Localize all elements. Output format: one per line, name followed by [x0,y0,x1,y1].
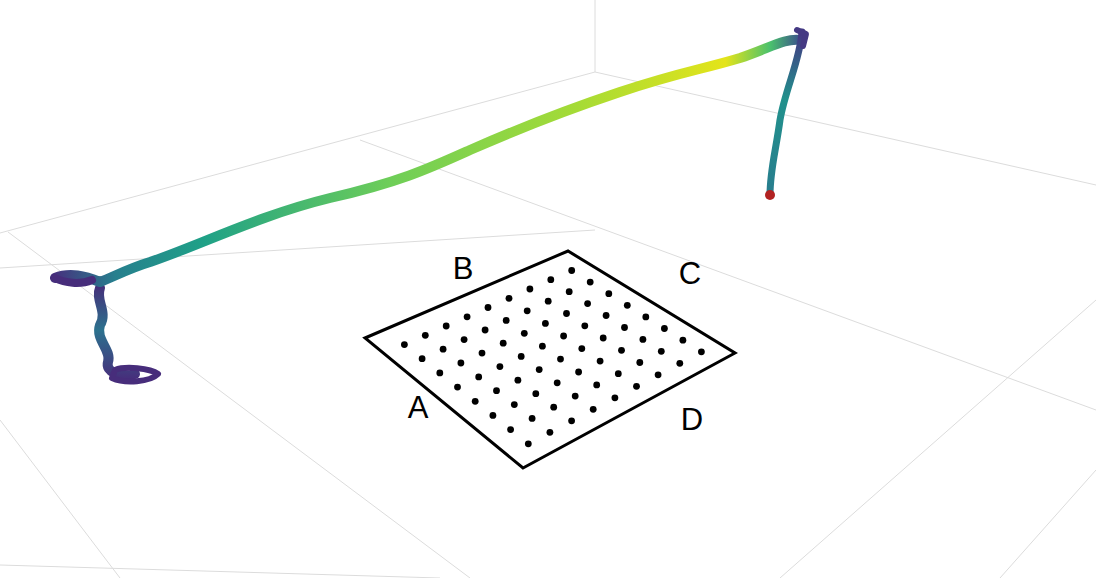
plate-dot [479,350,486,357]
plate-dot [524,307,531,314]
plate-dot [605,290,612,297]
plate-dot [568,417,575,424]
plate-dot [633,383,640,390]
plate-dot [521,330,528,337]
plate-dot [401,341,408,348]
plate-dot [515,377,522,384]
plate-dot [422,332,429,339]
plate-dot [593,382,600,389]
plate-dot [557,356,564,363]
plate-dot [624,302,631,309]
plate-dot [542,320,549,327]
plate-dot [568,267,575,274]
corner-label: C [679,258,701,289]
plate-dot [655,371,662,378]
plate-dot [560,333,567,340]
plate-dot [572,393,579,400]
plate-dot [584,300,591,307]
plate-dot [661,325,668,332]
plate-dot [461,336,468,343]
plate-dot [676,360,683,367]
plate-dot [482,327,489,334]
plate-dot [603,312,610,319]
plate-dot [615,370,622,377]
plate-dot [436,370,443,377]
plate-dot [636,359,643,366]
end-marker [765,190,775,200]
plate-dot [527,286,534,293]
plate-dot [621,324,628,331]
plate-dot [490,412,497,419]
plate-dot [581,322,588,329]
plate-dot [419,355,426,362]
plate-dot [529,415,536,422]
corner-label: A [408,392,429,423]
plate-dot [547,429,554,436]
plate-dot [440,346,447,353]
calibration-plate [365,251,735,468]
plate-dot [698,348,705,355]
plate-dot [550,404,557,411]
plate-dot [658,348,665,355]
plate-dot [545,298,552,305]
plate-dot [680,337,687,344]
plate-dot [475,374,482,381]
plate-dot [454,384,461,391]
plate-dot [575,369,582,376]
plate-dot [500,340,507,347]
plate-dot [497,363,504,370]
plate-dot [618,347,625,354]
plate-dot [464,313,471,320]
plate-dot [587,279,594,286]
plate-dot [566,288,573,295]
plate-dot [536,366,543,373]
plate-dot [503,317,510,324]
plate-dot [511,401,518,408]
plate-dot [563,310,570,317]
plate-dot [597,358,604,365]
plate-dot [493,387,500,394]
plate-dot [578,345,585,352]
plate-dots [401,267,705,447]
plate-dot [458,360,465,367]
plate-dot [642,314,649,321]
corner-label: B [453,253,474,284]
plate-dot [612,394,619,401]
corner-label: D [681,404,703,435]
plate-dot [640,336,647,343]
plate-dot [547,276,554,283]
plate-dot [485,304,492,311]
plate-dot [539,343,546,350]
plate-dot [518,353,525,360]
plate-dot [472,398,479,405]
plate-dot [554,379,561,386]
plate-dot [443,323,450,330]
plate-dot [600,335,607,342]
plate-dot [590,406,597,413]
plate-dot [506,295,513,302]
plate-dot [532,390,539,397]
plate-dot [525,440,532,447]
plate-dot [507,426,514,433]
